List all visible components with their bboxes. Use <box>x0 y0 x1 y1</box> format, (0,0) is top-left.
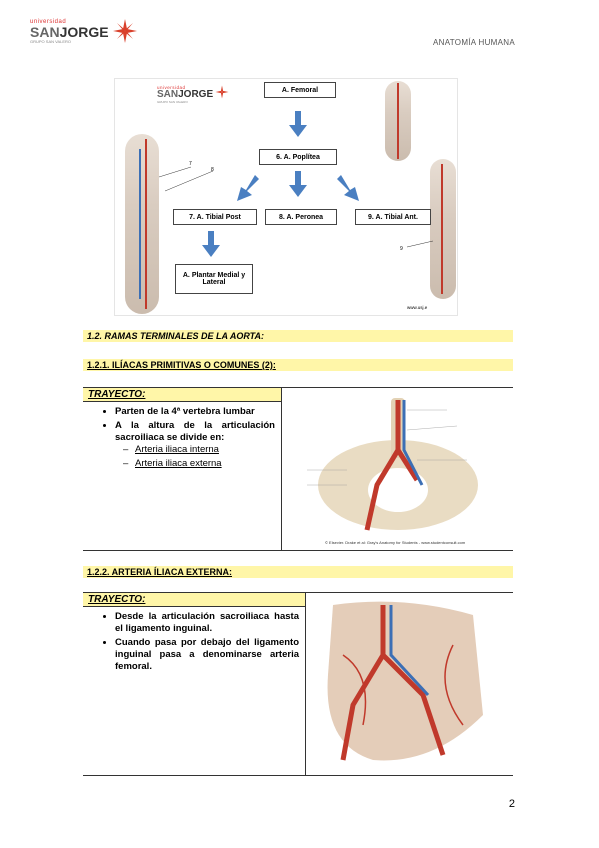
section-1-2-1-heading: 1.2.1. ILÍACAS PRIMITIVAS O COMUNES (2): <box>83 359 513 371</box>
label-8: 8 <box>211 167 214 173</box>
box-tibial-ant: 9. A. Tibial Ant. <box>355 209 431 225</box>
label-7: 7 <box>189 161 192 167</box>
header-title: ANATOMÍA HUMANA <box>433 38 515 47</box>
section-1-2-heading: 1.2. RAMAS TERMINALES DE LA AORTA: <box>83 330 513 342</box>
artery-line <box>145 139 147 309</box>
artery-line <box>397 83 399 159</box>
arrow-down-icon <box>289 111 307 137</box>
sub-list: Arteria iliaca interna Arteria iliaca ex… <box>115 444 275 470</box>
vein-line <box>139 149 141 299</box>
trayecto-label: TRAYECTO: <box>83 593 305 607</box>
list-item: Cuando pasa por debajo del ligamento ing… <box>115 637 305 673</box>
section-1-2-1-text-cell: TRAYECTO: Parten de la 4ª vertebra lumba… <box>83 388 282 550</box>
trayecto-list: Parten de la 4ª vertebra lumbar A la alt… <box>83 406 281 470</box>
section-1-2-2-heading: 1.2.2. ARTERIA ÍLIACA EXTERNA: <box>83 566 513 578</box>
logo-small-text: universidad <box>30 18 67 25</box>
arrow-down-icon <box>289 171 307 197</box>
diagram-logo-star-icon <box>215 85 229 99</box>
flow-arrows <box>202 111 359 257</box>
logo-star-icon <box>112 19 137 43</box>
label-7-leader <box>158 166 214 192</box>
sub-list-item: Arteria iliaca interna <box>123 444 275 456</box>
page-number: 2 <box>508 798 515 810</box>
external-iliac-artery-image <box>313 595 493 771</box>
logo-sub-text: GRUPO SAN VALERO <box>30 38 72 44</box>
leg-arteries-diagram: universidad SANJORGE GRUPO SAN VALERO 7 … <box>114 78 458 316</box>
trayecto-label: TRAYECTO: <box>83 388 281 402</box>
label-9: 9 <box>400 246 403 252</box>
box-femoral: A. Femoral <box>264 82 336 98</box>
right-lower-leg-image <box>430 159 456 299</box>
image-credit: © Elsevier. Drake et al: Gray's Anatomy … <box>325 540 466 545</box>
section-1-2-2-table: TRAYECTO: Desde la articulación sacroili… <box>83 592 513 776</box>
label-9-leader <box>406 240 434 248</box>
left-leg-image <box>125 134 159 314</box>
list-item: Desde la articulación sacroiliaca hasta … <box>115 611 305 635</box>
pelvis-iliac-arteries-image: © Elsevier. Drake et al: Gray's Anatomy … <box>287 390 509 548</box>
university-logo: universidad SANJORGE GRUPO SAN VALERO <box>30 18 140 54</box>
trayecto-list: Desde la articulación sacroiliaca hasta … <box>83 611 305 673</box>
box-tibial-post: 7. A. Tibial Post <box>173 209 257 225</box>
section-1-2-2-text-cell: TRAYECTO: Desde la articulación sacroili… <box>83 593 306 775</box>
sub-list-item: Arteria iliaca externa <box>123 458 275 470</box>
arrow-down-left-icon <box>237 175 259 201</box>
arrow-down-icon <box>202 231 220 257</box>
artery-line <box>441 164 443 294</box>
diagram-logo: universidad SANJORGE GRUPO SAN VALERO <box>157 85 214 104</box>
box-peronea: 8. A. Peronea <box>265 209 337 225</box>
list-item: Parten de la 4ª vertebra lumbar <box>115 406 281 418</box>
box-poplitea: 6. A. Poplítea <box>259 149 337 165</box>
list-item: A la altura de la articulación sacroilia… <box>115 420 281 470</box>
logo-main-text: SANJORGE <box>30 23 109 40</box>
section-1-2-1-table: TRAYECTO: Parten de la 4ª vertebra lumba… <box>83 387 513 551</box>
arrow-down-right-icon <box>337 175 359 201</box>
website-label: www.usj.e <box>407 305 428 310</box>
